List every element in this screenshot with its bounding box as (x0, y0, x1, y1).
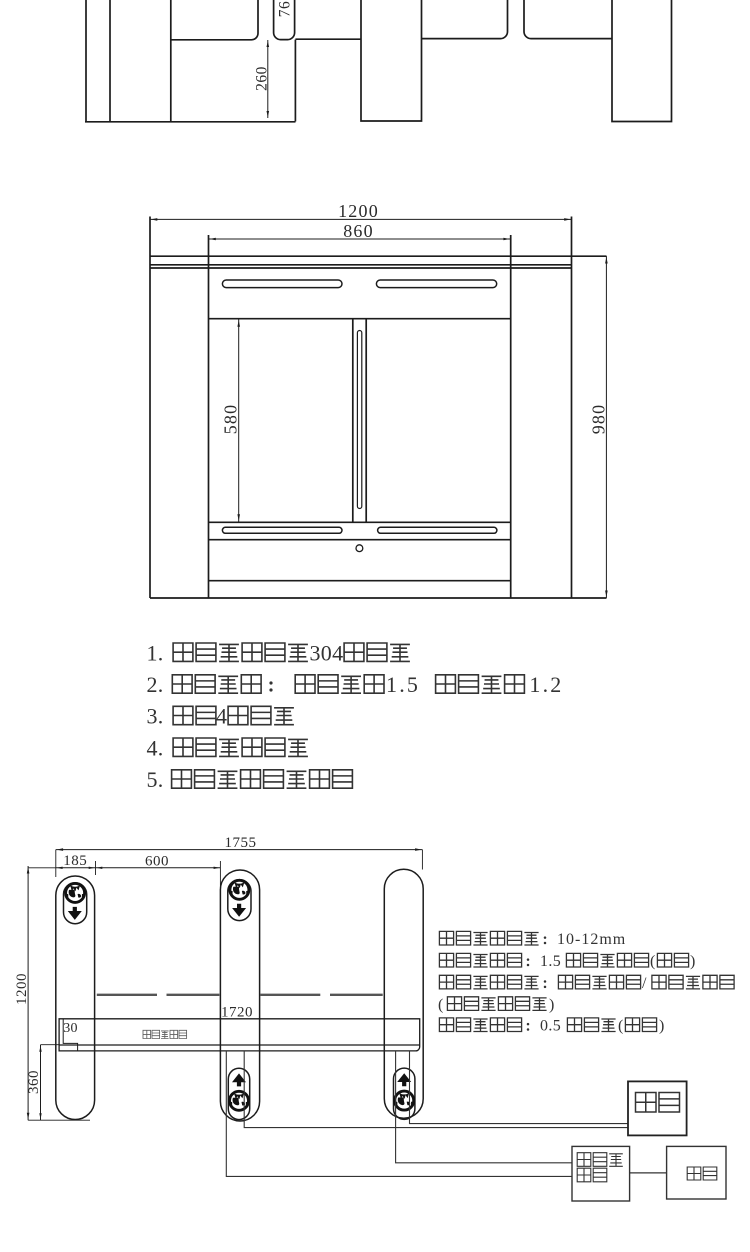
svg-text:(: ( (650, 953, 655, 970)
svg-text:304: 304 (310, 640, 344, 665)
svg-text:10-12mm: 10-12mm (557, 931, 626, 948)
svg-text:/: / (642, 975, 647, 992)
svg-text:1.5: 1.5 (540, 953, 561, 970)
svg-text:4: 4 (216, 704, 227, 729)
svg-text:1.2: 1.2 (529, 672, 563, 697)
svg-text:5.: 5. (147, 767, 164, 792)
svg-text:1200: 1200 (338, 201, 379, 221)
svg-text:1.5: 1.5 (386, 672, 420, 697)
svg-text:(: ( (618, 1018, 623, 1035)
svg-text:580: 580 (221, 404, 241, 435)
svg-text:980: 980 (588, 404, 608, 435)
svg-text:360: 360 (26, 1070, 42, 1094)
svg-text:1720: 1720 (221, 1005, 253, 1021)
svg-text:): ) (690, 953, 695, 970)
svg-text:3.: 3. (147, 704, 164, 729)
svg-text:30: 30 (63, 1021, 78, 1036)
svg-text:): ) (659, 1018, 664, 1035)
svg-text:600: 600 (145, 854, 169, 870)
svg-text:4.: 4. (147, 735, 164, 760)
svg-text:1755: 1755 (225, 835, 257, 851)
svg-text:1200: 1200 (14, 973, 30, 1005)
svg-text:1.: 1. (147, 640, 164, 665)
svg-text:185: 185 (63, 853, 87, 869)
svg-text:860: 860 (343, 221, 374, 241)
svg-text:2.: 2. (147, 672, 164, 697)
svg-text:0.5: 0.5 (540, 1018, 561, 1035)
svg-text:): ) (549, 996, 554, 1013)
svg-text:(: ( (438, 996, 443, 1013)
svg-text:76: 76 (277, 1, 294, 18)
svg-text:260: 260 (254, 66, 271, 91)
